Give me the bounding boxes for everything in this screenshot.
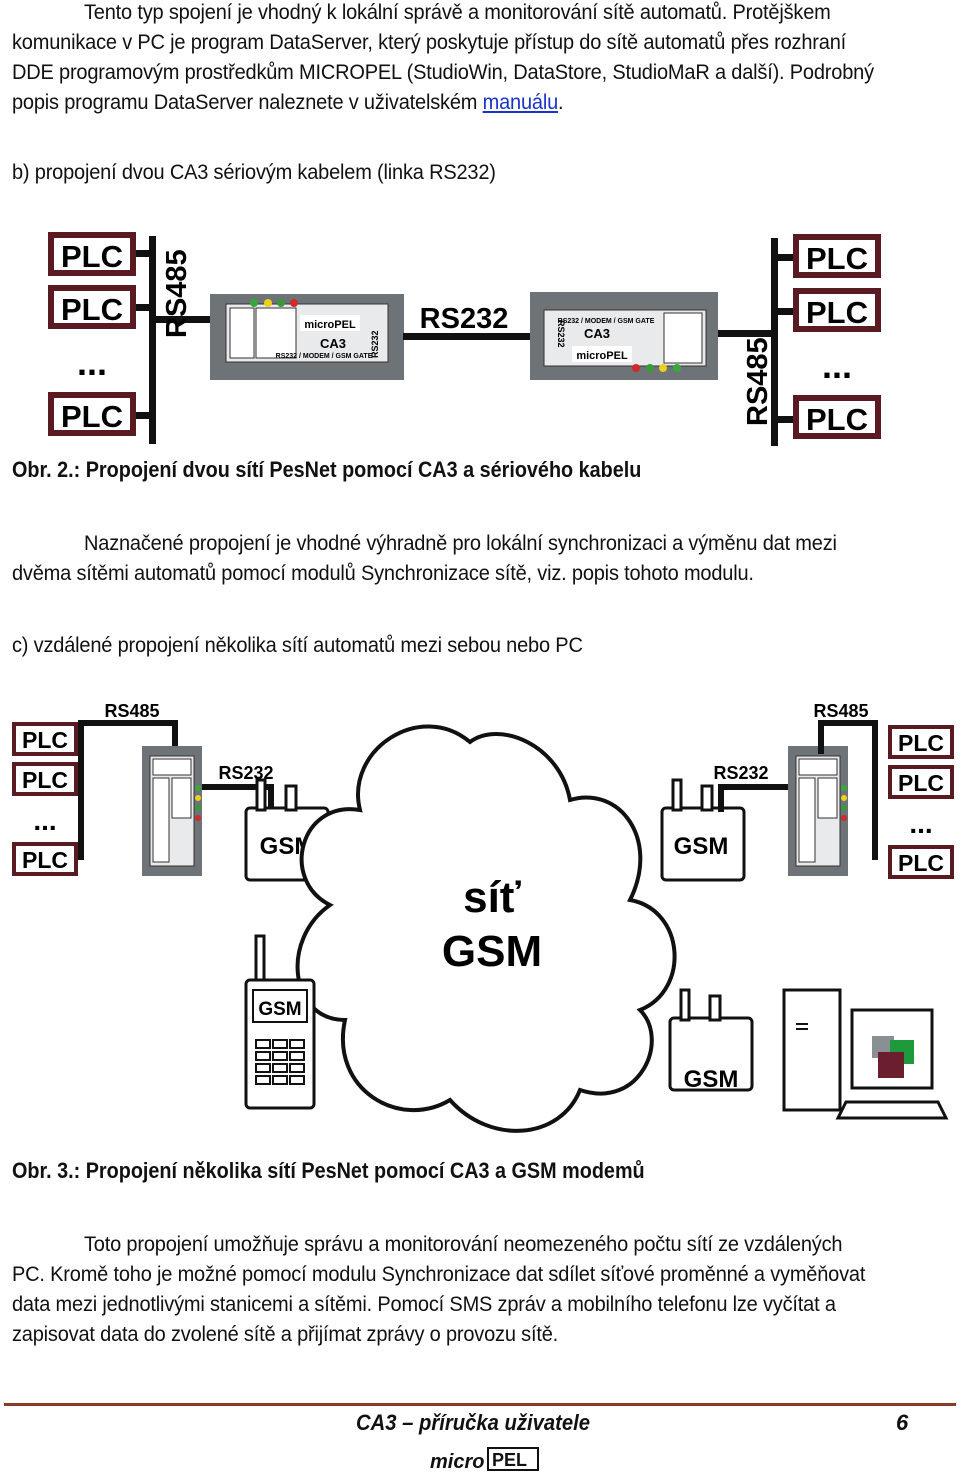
fig2-dots-left: ... bbox=[77, 342, 107, 383]
fig2-module-right-brand: microPEL bbox=[576, 350, 628, 362]
fig3-left-plc-stack: PLC PLC PLC ... bbox=[12, 722, 78, 876]
para3-line-3: data mezi jednotlivými stanicemi a sítěm… bbox=[12, 1292, 836, 1316]
gsm-network-cloud: síť GSM bbox=[295, 724, 677, 1133]
fig3-caption: Obr. 3.: Propojení několika sítí PesNet … bbox=[12, 1158, 645, 1183]
para3-line-4: zapisovat data do zvolené sítě a přijíma… bbox=[12, 1322, 559, 1346]
fig2-module-left-port: RS232 bbox=[370, 330, 380, 358]
intro-line-4-text: popis programu DataServer naleznete v už… bbox=[12, 90, 483, 114]
fig3-modem-right: GSM bbox=[660, 778, 746, 882]
cloud-label-line2: GSM bbox=[442, 927, 542, 976]
fig2-module-right-port: RS232 bbox=[556, 320, 566, 348]
fig2-plc-label-5: PLC bbox=[806, 295, 868, 330]
intro-line-1: Tento typ spojení je vhodný k lokální sp… bbox=[84, 0, 831, 24]
fig3-plc-label-6: PLC bbox=[898, 850, 944, 876]
fig3-right-plc-stack: PLC PLC PLC ... bbox=[888, 725, 954, 879]
fig3-rs485-left: RS485 bbox=[104, 701, 159, 721]
fig2-module-left-name: CA3 bbox=[320, 336, 346, 351]
fig2-caption: Obr. 2.: Propojení dvou sítí PesNet pomo… bbox=[12, 457, 642, 482]
fig3-gsm-label-3: GSM bbox=[258, 999, 301, 1020]
intro-line-4: popis programu DataServer naleznete v už… bbox=[12, 87, 564, 117]
fig3-plc-label-4: PLC bbox=[898, 730, 944, 756]
fig2-plc-label-3: PLC bbox=[61, 399, 123, 434]
pc-with-modem: GSM bbox=[668, 988, 949, 1120]
micropel-logo: micro PEL bbox=[430, 1447, 539, 1472]
footer-title: CA3 – příručka uživatele bbox=[356, 1410, 590, 1435]
fig3-right-rs485-bus: RS485 bbox=[813, 701, 878, 860]
fig2-module-left-brand: microPEL bbox=[304, 319, 356, 331]
fig2-rs232-link: RS232 bbox=[403, 303, 530, 340]
fig2-plc-label-2: PLC bbox=[61, 292, 123, 327]
section-b-heading: b) propojení dvou CA3 sériovým kabelem (… bbox=[12, 160, 496, 184]
fig2-rs485-left: RS485 bbox=[161, 249, 193, 338]
fig2-plc-label-1: PLC bbox=[61, 239, 123, 274]
fig2-rs485-right: RS485 bbox=[742, 337, 774, 426]
svg-text:micro: micro bbox=[430, 1451, 484, 1472]
fig2-module-right: microPEL CA3 RS232 / MODEM / GSM GATE RS… bbox=[530, 292, 718, 380]
fig3-dots-right: ... bbox=[909, 808, 932, 839]
para2-line-2: dvěma sítěmi automatů pomocí modulů Sync… bbox=[12, 561, 754, 585]
fig2-module-left: microPEL CA3 RS232 / MODEM / GSM GATE RS… bbox=[210, 294, 404, 380]
svg-text:PEL: PEL bbox=[492, 1450, 527, 1470]
para3-line-1: Toto propojení umožňuje správu a monitor… bbox=[84, 1232, 843, 1256]
fig3-left-rs485-bus: RS485 bbox=[78, 701, 178, 860]
fig2-module-left-gate: RS232 / MODEM / GSM GATE bbox=[276, 353, 373, 360]
cloud-label-line1: síť bbox=[463, 873, 522, 922]
fig2-right-rs485-bus: RS485 bbox=[718, 238, 795, 446]
intro-line-2: komunikace v PC je program DataServer, k… bbox=[12, 30, 847, 54]
figure-3: PLC PLC PLC ... RS485 RS232 GSM síť GSM … bbox=[12, 701, 954, 1133]
footer-page-number: 6 bbox=[896, 1410, 909, 1435]
fig3-plc-label-2: PLC bbox=[22, 767, 68, 793]
fig2-left-plc-stack: PLC PLC PLC ... bbox=[48, 232, 136, 436]
fig3-rs232-left: RS232 bbox=[218, 763, 273, 783]
fig2-plc-label-6: PLC bbox=[806, 402, 868, 437]
fig3-module-left bbox=[141, 745, 203, 877]
fig2-dots-right: ... bbox=[822, 345, 852, 386]
fig2-module-right-gate: RS232 / MODEM / GSM GATE bbox=[558, 318, 655, 325]
fig3-gsm-label-4: GSM bbox=[684, 1066, 739, 1093]
fig3-left-rs232: RS232 bbox=[202, 763, 274, 812]
manual-link[interactable]: manuálu bbox=[482, 90, 559, 114]
para2-line-1: Naznačené propojení je vhodné výhradně p… bbox=[84, 531, 837, 555]
fig3-right-rs232: RS232 bbox=[713, 763, 788, 812]
figure-2: PLC PLC PLC ... RS485 microPEL CA3 RS232… bbox=[48, 232, 881, 446]
fig3-plc-label-5: PLC bbox=[898, 770, 944, 796]
fig3-rs232-right: RS232 bbox=[713, 763, 768, 783]
intro-line-4-end: . bbox=[558, 90, 564, 114]
fig2-rs232-label: RS232 bbox=[420, 303, 509, 335]
mobile-phone: GSM bbox=[244, 934, 316, 1110]
fig2-module-right-name: CA3 bbox=[584, 326, 610, 341]
fig3-dots-left: ... bbox=[33, 805, 56, 836]
fig2-left-rs485-bus: RS485 bbox=[136, 236, 211, 444]
fig3-module-right bbox=[787, 745, 849, 877]
footer-rule bbox=[4, 1403, 956, 1406]
fig3-plc-label-1: PLC bbox=[22, 727, 68, 753]
intro-line-3: DDE programovým prostředkům MICROPEL (St… bbox=[12, 60, 874, 84]
section-c-heading: c) vzdálené propojení několika sítí auto… bbox=[12, 633, 583, 657]
fig3-gsm-label-2: GSM bbox=[674, 833, 729, 860]
fig3-rs485-right: RS485 bbox=[813, 701, 868, 721]
fig2-plc-label-4: PLC bbox=[806, 241, 868, 276]
fig3-plc-label-3: PLC bbox=[22, 847, 68, 873]
para3-line-2: PC. Kromě toho je možné pomocí modulu Sy… bbox=[12, 1262, 866, 1286]
fig2-right-plc-stack: PLC PLC PLC ... bbox=[793, 234, 881, 439]
